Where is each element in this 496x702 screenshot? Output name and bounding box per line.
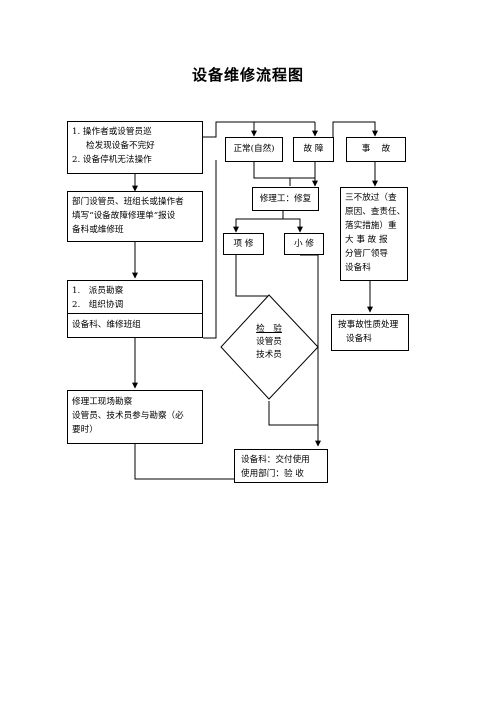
normal-box: 正常(自然) [225,137,283,162]
report-line-3: 2. 设备停机无法操作 [72,155,152,165]
dispatch-box: 1. 派员勘察 2. 组织协调 设备科、维修班组 [67,280,203,338]
page-title: 设备维修流程图 [191,66,304,84]
fill-form-line-1: 部门设管员、班组长或操作者 [72,197,184,207]
delivery-line-2: 使用部门：验 收 [241,469,304,479]
three-no-line-4: 大 事 故 报 [345,235,388,245]
three-no-line-3: 落实措施）重 [345,221,397,231]
survey-line-1: 修理工现场勘察 [72,397,133,407]
fill-form-line-2: 填写“设备故障修理单”报设 [72,211,176,221]
report-line-1: 1. 操作者或设管员巡 [72,127,152,137]
survey-box: 修理工现场勘察 设管员、技术员参与勘察（必 要时） [67,390,203,444]
inspect-line-2: 设管员 [256,337,282,347]
fill-form-box: 部门设管员、班组长或操作者 填写“设备故障修理单”报设 备科或维修班 [67,191,203,242]
fill-form-line-3: 备科或维修班 [72,225,124,235]
report-box: 1. 操作者或设管员巡 检发现设备不完好 2. 设备停机无法操作 [67,121,203,174]
accident-label: 事 故 [361,144,391,154]
inspect-line-3: 技术员 [256,350,282,360]
three-no-line-1: 三不放过（查 [345,193,397,203]
delivery-box: 设备科：交付使用 使用部门：验 收 [234,449,328,483]
project-repair-label: 项 修 [233,239,254,249]
accident-handle-box: 按事故性质处理 设备科 [331,314,409,351]
minor-repair-label: 小 修 [294,239,314,249]
project-repair-box: 项 修 [223,233,264,255]
dispatch-footer: 设备科、维修班组 [72,320,141,330]
three-no-line-6: 设备科 [345,263,371,273]
inspect-label: 检 验 [256,324,282,334]
three-no-box: 三不放过（查 原因、查责任、 落实措施）重 大 事 故 报 分管厂领导 设备科 [340,187,408,281]
fault-label: 故 障 [303,144,324,154]
inspect-diamond-shape [220,294,319,400]
repairman-box: 修理工：修复 [252,187,319,211]
inspect-diamond-text: 检 验 设管员 技术员 [239,323,299,362]
dispatch-line-1: 1. 派员勘察 [72,286,124,296]
three-no-line-2: 原因、查责任、 [345,207,406,217]
accident-handle-line-2: 设备科 [346,334,372,344]
accident-box: 事 故 [346,137,406,162]
normal-label: 正常(自然) [233,144,275,154]
delivery-line-1: 设备科：交付使用 [241,455,310,465]
accident-handle-line-1: 按事故性质处理 [338,320,399,330]
fault-box: 故 障 [293,137,334,162]
three-no-line-5: 分管厂领导 [345,249,388,259]
repairman-label: 修理工：修复 [259,194,312,204]
dispatch-line-2: 2. 组织协调 [72,300,124,310]
report-line-2: 检发现设备不完好 [86,141,155,151]
minor-repair-box: 小 修 [284,233,324,255]
survey-line-3: 要时） [72,425,98,435]
survey-line-2: 设管员、技术员参与勘察（必 [72,411,184,421]
